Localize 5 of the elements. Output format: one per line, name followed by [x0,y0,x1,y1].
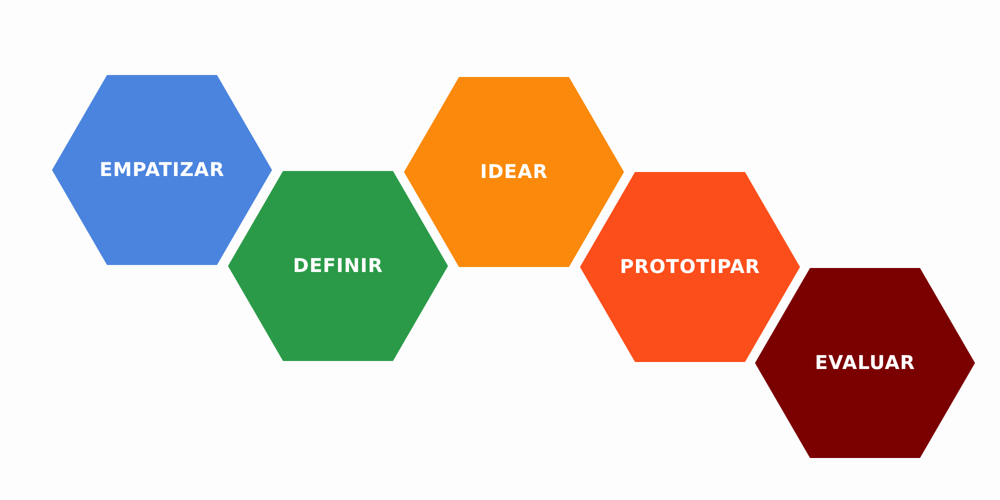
step-label: EMPATIZAR [100,159,224,181]
step-label: DEFINIR [293,255,383,277]
step-label: EVALUAR [814,352,916,374]
step-label: IDEAR [480,161,548,183]
step-label: PROTOTIPAR [620,256,760,278]
